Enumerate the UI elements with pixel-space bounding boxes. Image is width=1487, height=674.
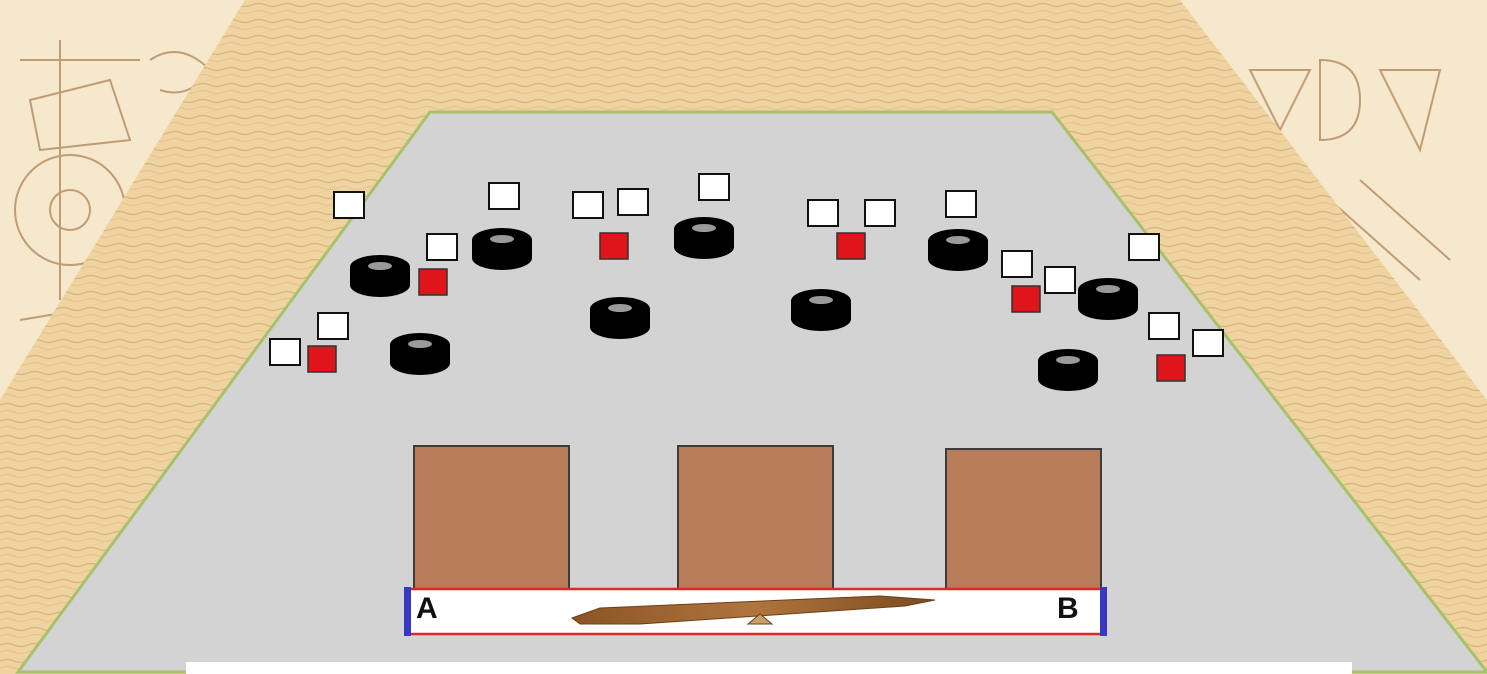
empty-square-icon[interactable] bbox=[488, 182, 520, 210]
empty-square-icon[interactable] bbox=[1148, 312, 1180, 340]
tire-icon[interactable] bbox=[590, 297, 650, 339]
tire-icon[interactable] bbox=[791, 289, 851, 331]
tire-icon[interactable] bbox=[674, 217, 734, 259]
red-square-icon[interactable] bbox=[307, 345, 337, 373]
tire-icon[interactable] bbox=[928, 229, 988, 271]
crate-block[interactable] bbox=[945, 448, 1102, 590]
empty-square-icon[interactable] bbox=[1044, 266, 1076, 294]
empty-square-icon[interactable] bbox=[1001, 250, 1033, 278]
crate-block[interactable] bbox=[413, 445, 570, 590]
empty-square-icon[interactable] bbox=[269, 338, 301, 366]
empty-square-icon[interactable] bbox=[317, 312, 349, 340]
crates bbox=[413, 445, 1102, 590]
beam-end-a bbox=[404, 587, 411, 636]
crate-block[interactable] bbox=[677, 445, 834, 590]
empty-square-icon[interactable] bbox=[698, 173, 730, 201]
bottom-panel bbox=[186, 662, 1352, 674]
red-square-icon[interactable] bbox=[836, 232, 866, 260]
tire-icon[interactable] bbox=[350, 255, 410, 297]
empty-square-icon[interactable] bbox=[945, 190, 977, 218]
red-markers bbox=[307, 232, 1186, 382]
tire-icon[interactable] bbox=[1078, 278, 1138, 320]
beam-label-a: A bbox=[416, 592, 438, 625]
beam-label-b: B bbox=[1057, 592, 1079, 625]
empty-square-icon[interactable] bbox=[1128, 233, 1160, 261]
empty-square-icon[interactable] bbox=[864, 199, 896, 227]
tire-icon[interactable] bbox=[472, 228, 532, 270]
red-square-icon[interactable] bbox=[418, 268, 448, 296]
empty-square-icon[interactable] bbox=[617, 188, 649, 216]
tire-icon[interactable] bbox=[390, 333, 450, 375]
red-square-icon[interactable] bbox=[599, 232, 629, 260]
tires bbox=[350, 217, 1138, 391]
red-square-icon[interactable] bbox=[1156, 354, 1186, 382]
red-square-icon[interactable] bbox=[1011, 285, 1041, 313]
white-markers bbox=[269, 173, 1224, 366]
arena-floor bbox=[15, 110, 1487, 674]
empty-square-icon[interactable] bbox=[572, 191, 604, 219]
tire-icon[interactable] bbox=[1038, 349, 1098, 391]
empty-square-icon[interactable] bbox=[333, 191, 365, 219]
seesaw-plank-icon[interactable] bbox=[570, 595, 936, 625]
empty-square-icon[interactable] bbox=[807, 199, 839, 227]
beam-end-b bbox=[1100, 587, 1107, 636]
empty-square-icon[interactable] bbox=[426, 233, 458, 261]
beam-track bbox=[404, 587, 1107, 636]
empty-square-icon[interactable] bbox=[1192, 329, 1224, 357]
